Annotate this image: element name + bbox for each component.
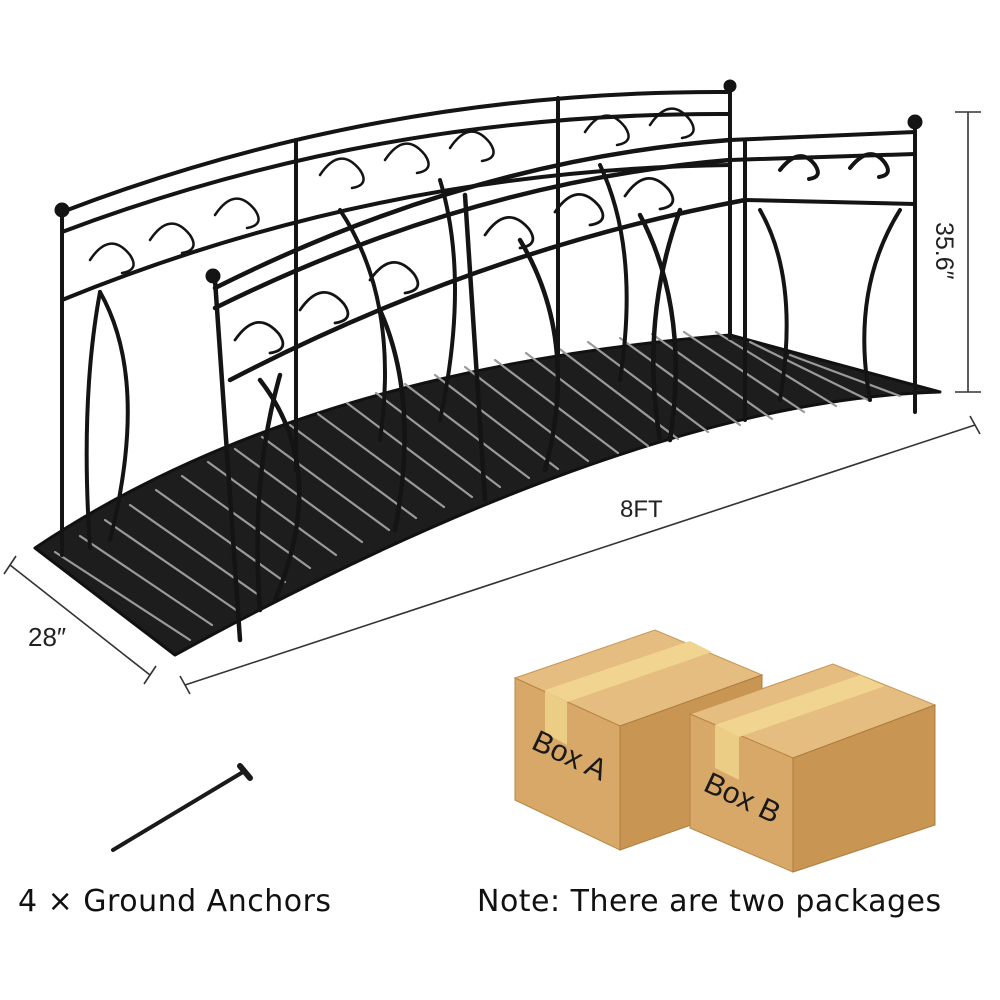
box-b: Box B xyxy=(688,663,937,873)
box-b-tape xyxy=(715,675,885,737)
front-left-finial xyxy=(205,268,221,284)
width-dimension-line xyxy=(9,564,151,676)
bridge-deck xyxy=(33,333,942,657)
end-railing xyxy=(728,123,917,422)
garden-bridge xyxy=(33,79,942,657)
box-b-side xyxy=(792,704,936,873)
front-railing xyxy=(212,137,748,643)
ground-anchor-stake xyxy=(111,763,253,852)
dimension-lines xyxy=(3,111,981,695)
packages-note: Note: There are two packages xyxy=(477,884,942,919)
height-label: 35.6″ xyxy=(930,222,958,280)
back-scrollwork xyxy=(88,107,695,275)
back-railing xyxy=(60,86,732,557)
length-label: 8FT xyxy=(620,496,663,523)
back-left-finial xyxy=(54,202,70,218)
front-scrollwork xyxy=(233,177,675,355)
width-label: 28″ xyxy=(28,622,67,652)
length-dimension-line xyxy=(184,424,976,686)
box-a-tape xyxy=(545,641,712,702)
back-right-finial xyxy=(723,79,737,93)
front-right-finial xyxy=(907,114,923,130)
anchors-caption: 4 × Ground Anchors xyxy=(18,884,332,919)
